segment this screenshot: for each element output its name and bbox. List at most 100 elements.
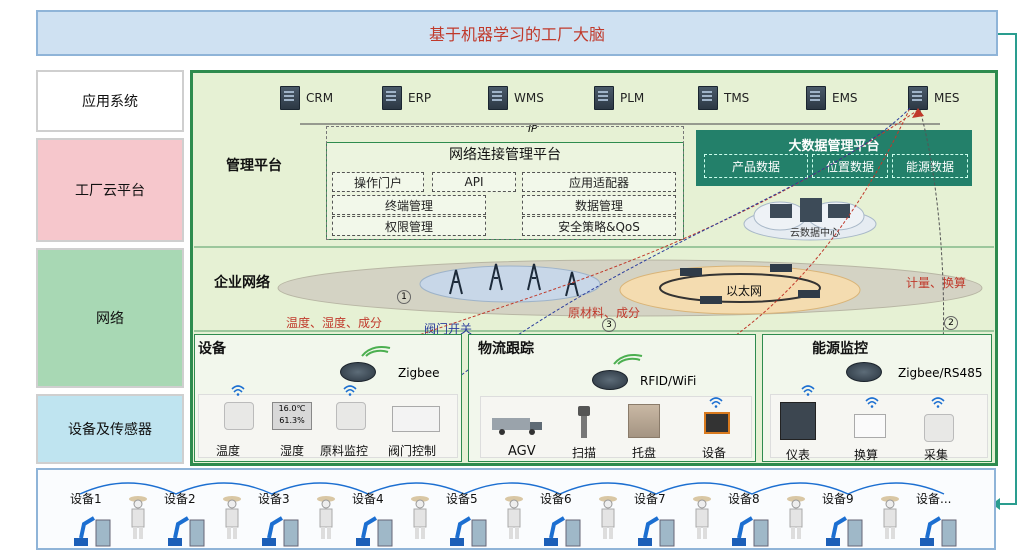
left-label-text: 工厂云平台 [75, 183, 145, 199]
energy-item-convert: 换算 [854, 448, 879, 462]
server-icon [698, 86, 718, 110]
bottom-device-label: 设备9 [822, 492, 854, 506]
rfid-router-icon [592, 370, 628, 390]
rs485-label: Zigbee/RS485 [898, 366, 983, 380]
bottom-device-label: 设备8 [728, 492, 760, 506]
left-label-text: 网络 [96, 311, 124, 327]
annot-temp: 温度、湿度、成分 [286, 316, 383, 330]
server-icon [280, 86, 300, 110]
signal-wave-icon [613, 354, 643, 365]
industrial-robot-icon [826, 516, 863, 547]
logistics-item-device: 设备 [702, 446, 727, 460]
logistics-label: 物流跟踪 [478, 341, 534, 357]
enterprise-network-label: 企业网络 [214, 275, 270, 291]
bottom-device-label: 设备2 [164, 492, 196, 506]
bigdata-item-energy: 能源数据 [892, 154, 968, 178]
terminal-device-icon [704, 412, 730, 434]
mgmt-item-security: 安全策略&QoS [522, 216, 676, 236]
wifi-icon [801, 385, 815, 396]
mgmt-item-terminal: 终端管理 [332, 195, 486, 215]
logistics-item-pallet: 托盘 [632, 446, 657, 460]
bottom-device-label: 设备1 [70, 492, 102, 506]
scanner-icon [578, 406, 590, 438]
industrial-robot-icon [168, 516, 205, 547]
left-label-network: 网络 [36, 248, 184, 388]
server-icon [908, 86, 928, 110]
industrial-robot-icon [920, 516, 957, 547]
bottom-device-label: 设备5 [446, 492, 478, 506]
app-ems: EMS [806, 86, 858, 110]
industrial-robot-icon [356, 516, 393, 547]
app-label: EMS [832, 91, 858, 105]
marker-2: 2 [944, 316, 958, 330]
equipment-item-valve: 阀门控制 [388, 444, 437, 458]
equipment-item-humidity: 湿度 [280, 444, 305, 458]
mgmt-label: 管理平台 [226, 158, 282, 174]
industrial-robot-icon [544, 516, 581, 547]
app-label: PLM [620, 91, 645, 105]
left-label-text: 应用系统 [82, 94, 138, 110]
meter-icon [780, 402, 816, 440]
app-label: WMS [514, 91, 544, 105]
valve-controller-icon [392, 406, 440, 432]
worker-icon [693, 496, 711, 539]
device-chain-arcs [79, 482, 945, 495]
energy-item-collect: 采集 [924, 448, 949, 462]
mgmt-item-adapter: 应用适配器 [522, 172, 676, 192]
bigdata-title: 大数据管理平台 [788, 139, 880, 154]
wifi-icon [343, 385, 357, 396]
industrial-robot-icon [450, 516, 487, 547]
mgmt-item-api: API [432, 172, 516, 192]
worker-icon [599, 496, 617, 539]
app-mes: MES [908, 86, 960, 110]
app-label: CRM [306, 91, 334, 105]
humidity-display-icon: 16.0℃ 61.3% [272, 402, 312, 430]
zigbee-router-icon [340, 362, 376, 382]
cloud-label: 云数据中心 [790, 228, 840, 239]
bottom-device-label: 设备6 [540, 492, 572, 506]
app-label: MES [934, 91, 960, 105]
app-label: TMS [724, 91, 750, 105]
pallet-icon [628, 404, 660, 438]
wifi-icon [231, 385, 245, 396]
industrial-robot-icon [74, 516, 111, 547]
temperature-sensor-icon [224, 402, 254, 430]
logistics-item-scan: 扫描 [572, 446, 597, 460]
server-icon [488, 86, 508, 110]
mgmt-item-portal: 操作门户 [332, 172, 424, 192]
server-icon [806, 86, 826, 110]
page-title: 基于机器学习的工厂大脑 [428, 25, 605, 44]
bottom-device-label: 设备3 [258, 492, 290, 506]
industrial-robot-icon [732, 516, 769, 547]
app-plm: PLM [594, 86, 644, 110]
converter-icon [854, 414, 886, 438]
server-icon [594, 86, 614, 110]
energy-item-meter: 仪表 [786, 448, 811, 462]
worker-icon [317, 496, 335, 539]
worker-icon [129, 496, 147, 539]
network-mgmt-title: 网络连接管理平台 [449, 147, 561, 163]
material-monitor-icon [336, 402, 366, 430]
worker-icon [881, 496, 899, 539]
left-label-device: 设备及传感器 [36, 394, 184, 464]
mgmt-item-data: 数据管理 [522, 195, 676, 215]
worker-icon [787, 496, 805, 539]
left-label-text: 设备及传感器 [68, 422, 152, 438]
rfid-label: RFID/WiFi [640, 374, 697, 388]
left-label-cloud: 工厂云平台 [36, 138, 184, 242]
equipment-item-temp: 温度 [216, 444, 241, 458]
equipment-item-material: 原料监控 [320, 444, 369, 458]
bigdata-item-product: 产品数据 [704, 154, 808, 178]
app-erp: ERP [382, 86, 431, 110]
mgmt-item-permission: 权限管理 [332, 216, 486, 236]
industrial-robot-icon [262, 516, 299, 547]
collector-icon [924, 414, 954, 442]
feedback-arrow [992, 33, 1017, 510]
worker-icon [505, 496, 523, 539]
layer-divider [194, 246, 994, 248]
server-icon [382, 86, 402, 110]
bottom-device-label: 设备... [916, 492, 952, 506]
logistics-item-agv: AGV [508, 444, 536, 459]
rs485-router-icon [846, 362, 882, 382]
ethernet-label: 以太网 [726, 284, 763, 298]
